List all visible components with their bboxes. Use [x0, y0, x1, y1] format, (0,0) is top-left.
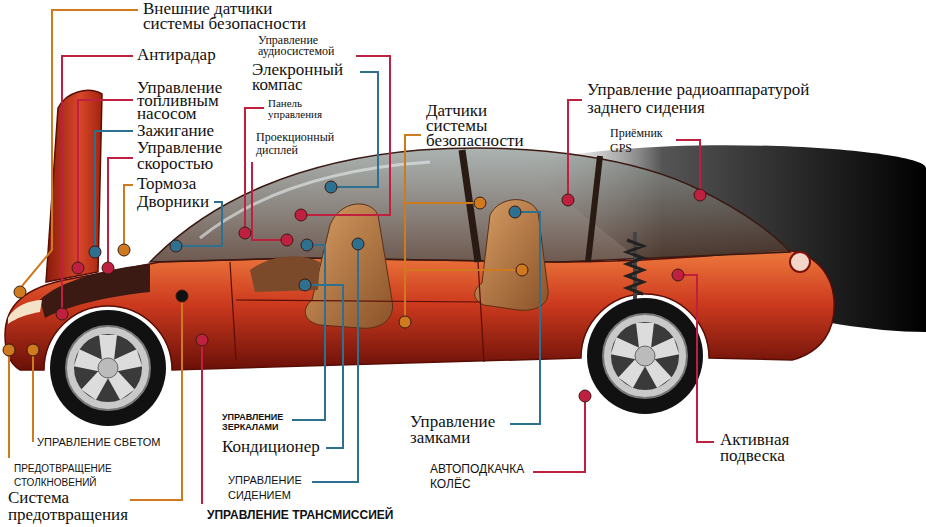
- leader-dot: [295, 209, 307, 221]
- leader-dot: [352, 238, 364, 250]
- callout-label: Управление топливным насосом: [137, 81, 225, 120]
- callout-label: УПРАВЛЕНИЕ ТРАНСМИССИЕЙ: [207, 508, 393, 522]
- leader-line: [62, 56, 133, 308]
- callout-label: Антирадар: [137, 46, 216, 63]
- front-wheel: [50, 310, 166, 426]
- leader-line: [510, 212, 540, 424]
- leader-dot: [56, 308, 68, 320]
- callout-label: Кондиционер: [222, 438, 320, 455]
- leader-dot: [474, 197, 486, 209]
- callout-label: Управление замками: [410, 414, 498, 446]
- open-hood: [46, 90, 102, 282]
- leader-dot: [399, 316, 411, 328]
- leader-dot: [89, 246, 101, 258]
- leader-line: [8, 356, 10, 458]
- c-pillar: [588, 156, 600, 262]
- leader-line: [337, 72, 378, 187]
- callout-label: ПРЕДОТВРАЩЕНИЕ СТОЛКНОВЕНИЙ: [14, 462, 114, 490]
- leader-line: [676, 140, 700, 189]
- leader-dot: [27, 344, 39, 356]
- callout-label: Приёмник GPS: [610, 126, 665, 156]
- leader-line: [684, 275, 714, 442]
- leader-dot: [562, 194, 574, 206]
- leader-line: [78, 100, 133, 262]
- callout-label: Управление аудиосистемой: [258, 35, 337, 57]
- leader-line: [405, 202, 474, 204]
- callout-label: Управление радиоаппаратурой заднего сиде…: [587, 81, 812, 117]
- callout-label: АВТОПОДКАЧКА КОЛЁС: [430, 462, 527, 492]
- leader-dot: [579, 390, 591, 402]
- leader-line: [32, 356, 34, 442]
- leader-line: [108, 158, 133, 262]
- callout-label: УПРАВЛЕНИЕ СИДЕНИЕМ: [228, 473, 304, 503]
- leader-dots: [3, 181, 706, 402]
- leader-dot: [118, 244, 130, 256]
- leader-dot: [325, 181, 337, 193]
- callout-label: Система предотвращения: [8, 489, 130, 523]
- leader-line: [124, 185, 133, 244]
- rear-wheel: [587, 298, 703, 414]
- leader-line: [405, 135, 421, 316]
- callout-label: Управление скоростью: [137, 140, 225, 172]
- callout-label: Элекронный компас: [252, 62, 346, 92]
- leader-dot: [516, 264, 528, 276]
- callout-label: УПРАВЛЕНИЕ ЗЕРКАЛАМИ: [222, 412, 286, 432]
- rear-seat: [475, 200, 548, 311]
- callout-label: Зажигание: [137, 122, 214, 139]
- leader-dot: [3, 344, 15, 356]
- callout-label: Активная подвеска: [720, 432, 792, 464]
- leader-line: [311, 285, 343, 448]
- leader-dot: [102, 262, 114, 274]
- callout-label: Датчики системы безопасности: [426, 103, 526, 148]
- leader-line: [130, 302, 182, 500]
- engine-bay: [40, 264, 150, 318]
- leader-line: [22, 10, 138, 286]
- leader-line: [533, 402, 585, 472]
- callout-label: Проекционный дисплей: [256, 131, 337, 157]
- leader-line: [252, 162, 281, 240]
- leader-dot: [196, 334, 208, 346]
- leader-dot: [239, 227, 251, 239]
- callout-label: УПРАВЛЕНИЕ СВЕТОМ: [37, 436, 160, 448]
- spring: [627, 240, 643, 294]
- leader-line: [292, 245, 325, 420]
- leader-dot: [281, 234, 293, 246]
- leader-line: [245, 108, 264, 227]
- leader-dot: [672, 269, 684, 281]
- leader-line: [405, 269, 516, 271]
- callout-label: Дворники: [137, 193, 209, 210]
- tail-light: [790, 252, 810, 272]
- callout-label: Панель управления: [268, 98, 325, 120]
- leader-dot: [72, 262, 84, 274]
- leader-line: [95, 131, 133, 246]
- leader-dot: [694, 189, 706, 201]
- leader-dot: [301, 239, 313, 251]
- leader-dot: [170, 240, 182, 252]
- callout-label: Внешние датчики системы безопасности: [143, 1, 309, 31]
- leader-line: [201, 346, 203, 504]
- leader-dot: [176, 290, 188, 302]
- callout-label: Тормоза: [137, 175, 196, 192]
- glass-highlight: [200, 162, 430, 238]
- leader-dot: [509, 206, 521, 218]
- leader-dot: [14, 286, 26, 298]
- leader-line: [568, 100, 582, 194]
- leader-dot: [299, 279, 311, 291]
- head-light: [8, 300, 42, 324]
- dashboard: [250, 256, 320, 292]
